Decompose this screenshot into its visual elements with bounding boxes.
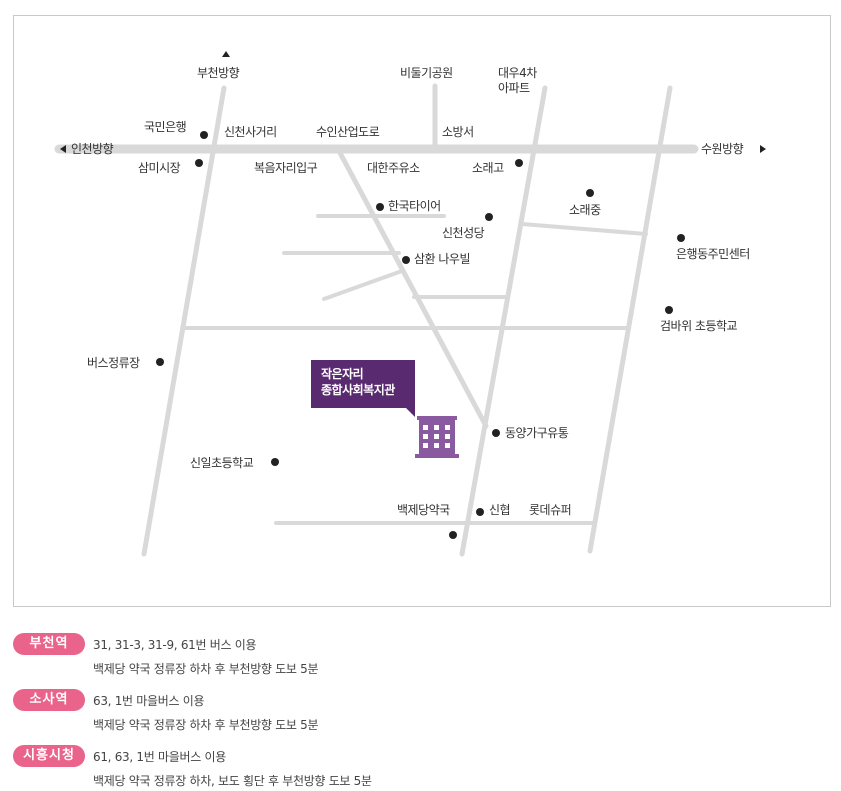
label-sammi-market: 삼미시장 (138, 161, 181, 175)
marker-sorae-high (515, 159, 523, 167)
marker-eunhaeng-center (677, 234, 685, 242)
marker-geombawi-school (665, 306, 673, 314)
label-samhwan-naubil: 삼환 나우빌 (414, 252, 471, 266)
label-sincheon-intersection: 신천사거리 (224, 125, 277, 139)
label-fire-station: 소방서 (442, 125, 474, 139)
location-map: 부천방향 인천방향 수원방향 비둘기공원 대우4차 아파트 국민은행 신천사거리… (13, 15, 831, 607)
label-suin-road: 수인산업도로 (316, 125, 380, 139)
marker-kookmin-bank (200, 131, 208, 139)
label-dongyang-furniture: 동양가구유통 (505, 426, 569, 440)
marker-sammi-market (195, 159, 203, 167)
marker-baekjedang-pharmacy (449, 531, 457, 539)
road-daewoo (459, 85, 548, 557)
road-network (54, 83, 699, 557)
marker-hankook-tire (376, 203, 384, 211)
station-badge: 부천역 (13, 633, 85, 655)
label-daewoo-apt-2: 아파트 (498, 81, 530, 95)
label-lotte-super: 롯데슈퍼 (529, 503, 572, 517)
destination-name-line1: 작은자리 (321, 367, 364, 381)
road-right-vertical (587, 85, 673, 554)
marker-sorae-middle (586, 189, 594, 197)
label-shinhyup: 신협 (489, 503, 511, 517)
label-east-direction: 수원방향 (701, 142, 744, 156)
west-arrow-icon (60, 145, 66, 153)
marker-sincheon-cathedral (485, 213, 493, 221)
label-geombawi-school: 검바위 초등학교 (660, 319, 738, 333)
label-bidulgi-park: 비둘기공원 (400, 66, 453, 80)
marker-shinhyup (476, 508, 484, 516)
marker-bus-stop (156, 358, 164, 366)
route-walk-info: 백제당 약국 정류장 하차 후 부천방향 도보 5분 (93, 662, 319, 676)
destination-callout: 작은자리 종합사회복지관 (311, 360, 415, 417)
label-north-direction: 부천방향 (197, 66, 240, 80)
route-walk-info: 백제당 약국 정류장 하차, 보도 횡단 후 부천방향 도보 5분 (93, 774, 372, 788)
route-bus-info: 61, 63, 1번 마을버스 이용 (93, 750, 226, 764)
east-arrow-icon (760, 145, 766, 153)
road-cross-5 (520, 222, 648, 236)
marker-samhwan-naubil (402, 256, 410, 264)
route-walk-info: 백제당 약국 정류장 하차 후 부천방향 도보 5분 (93, 718, 319, 732)
marker-dongyang-furniture (492, 429, 500, 437)
label-daewoo-apt-1: 대우4차 (498, 66, 537, 80)
label-sorae-middle: 소래중 (569, 203, 601, 217)
label-sincheon-cathedral: 신천성당 (442, 226, 485, 240)
marker-sinil-school (271, 458, 279, 466)
label-sinil-school: 신일초등학교 (190, 456, 254, 470)
station-badge: 소사역 (13, 689, 85, 711)
route-bus-info: 31, 31-3, 31-9, 61번 버스 이용 (93, 638, 257, 652)
label-daehan-gas: 대한주유소 (367, 161, 420, 175)
road-diagonal (336, 148, 489, 429)
destination-name-line2: 종합사회복지관 (321, 383, 395, 397)
label-baekjedang-pharmacy: 백제당약국 (397, 503, 450, 517)
label-hankook-tire: 한국타이어 (388, 199, 441, 213)
label-west-direction: 인천방향 (71, 142, 114, 156)
route-bus-info: 63, 1번 마을버스 이용 (93, 694, 205, 708)
label-eunhaeng-center: 은행동주민센터 (676, 247, 750, 261)
building-icon (415, 416, 459, 458)
label-sorae-high: 소래고 (472, 161, 504, 175)
road-left-vertical (141, 85, 227, 557)
station-badge: 시흥시청 (13, 745, 85, 767)
north-arrow-icon (222, 51, 230, 57)
label-kookmin-bank: 국민은행 (144, 120, 187, 134)
label-bus-stop: 버스정류장 (87, 356, 140, 370)
road-cross-3 (322, 269, 404, 301)
label-bogeum-entrance: 복음자리입구 (254, 161, 318, 175)
